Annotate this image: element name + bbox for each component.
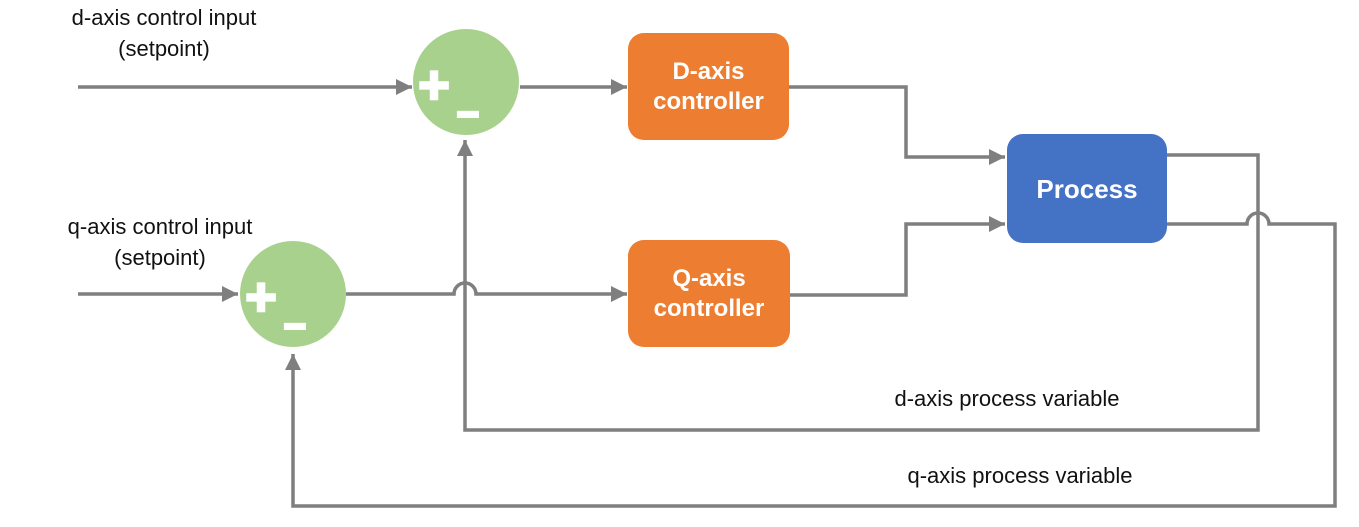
q-input-label: q-axis control input (setpoint)	[40, 211, 280, 273]
d-axis-controller-block: D-axis controller	[628, 33, 789, 140]
d-input-label-line2: (setpoint)	[118, 36, 210, 61]
plus-sign: +	[244, 266, 278, 327]
wire-q-feedback	[285, 211, 1337, 508]
process-block: Process	[1007, 134, 1167, 243]
wire-qsum-to-qcontroller	[346, 281, 627, 302]
q-feedback-label: q-axis process variable	[907, 463, 1133, 488]
d-feedback-label: d-axis process variable	[894, 386, 1120, 411]
minus-sign: −	[282, 306, 307, 349]
q-summing-junction: + −	[240, 241, 346, 349]
minus-sign: −	[455, 94, 480, 137]
wire-d-feedback	[457, 140, 1260, 432]
q-axis-controller-label-line1: Q-axis	[672, 264, 746, 292]
q-axis-controller-label-line2: controller	[653, 294, 765, 322]
d-input-label: d-axis control input (setpoint)	[44, 2, 284, 64]
process-label: Process	[1036, 173, 1138, 204]
plus-sign: +	[417, 54, 451, 115]
d-input-label-line1: d-axis control input	[71, 5, 257, 30]
d-axis-controller-label-line1: D-axis	[672, 57, 745, 85]
d-summing-junction: + −	[413, 29, 519, 137]
q-input-label-line2: (setpoint)	[114, 245, 206, 270]
d-axis-controller-label-line2: controller	[653, 87, 764, 115]
wire-dcontroller-to-process	[789, 85, 1005, 165]
q-axis-controller-block: Q-axis controller	[628, 240, 790, 347]
q-input-label-line1: q-axis control input	[67, 214, 253, 239]
wire-qcontroller-to-process	[790, 216, 1005, 297]
